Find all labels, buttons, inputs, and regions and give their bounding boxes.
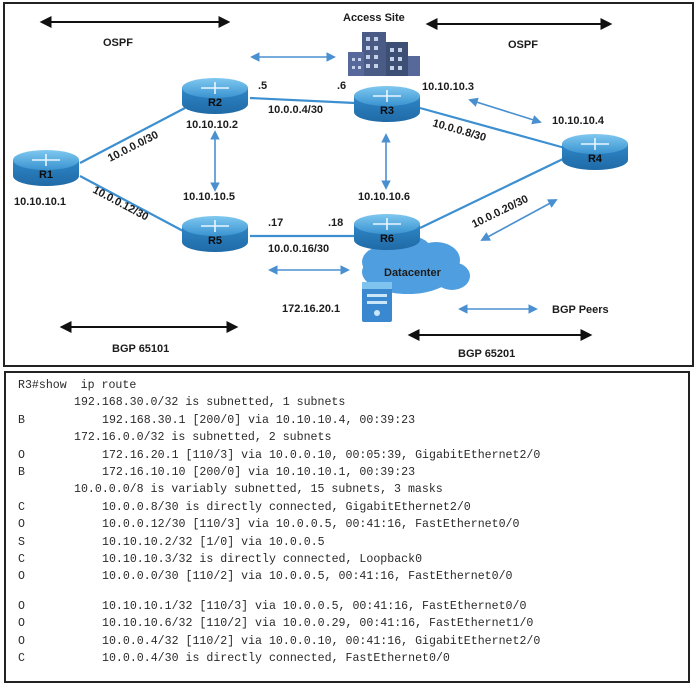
link-r6-r4 xyxy=(419,157,566,229)
router-r2-icon: R2 xyxy=(182,78,248,114)
bgp-left-label: BGP 65101 xyxy=(112,343,169,355)
peer-arrow-r3-r4 xyxy=(468,97,542,125)
route-entry: B 192.168.30.1 [200/0] via 10.10.10.4, 00… xyxy=(18,412,680,429)
route-code: O xyxy=(18,570,25,584)
router-r6-icon: R6 xyxy=(354,214,420,250)
route-entry: S 10.10.10.2/32 [1/0] via 10.0.0.5 xyxy=(18,534,680,551)
router-r6-name: R6 xyxy=(380,233,394,245)
r4-ip-label: 10.10.10.4 xyxy=(552,115,605,127)
ospf-left-label: OSPF xyxy=(103,37,133,49)
router-r1-icon: R1 xyxy=(13,150,79,186)
route-entry: O 10.10.10.1/32 [110/3] via 10.0.0.5, 00:… xyxy=(18,598,680,615)
r6-ip-label: 10.10.10.6 xyxy=(358,191,410,203)
route-entry: O 172.16.20.1 [110/3] via 10.0.0.10, 00:0… xyxy=(18,447,680,464)
server-icon xyxy=(362,282,392,322)
route-entry: B 172.16.10.10 [200/0] via 10.10.10.1, 00… xyxy=(18,464,680,481)
router-r5-name: R5 xyxy=(208,235,222,247)
route-code: O xyxy=(18,448,25,462)
router-r2-name: R2 xyxy=(208,97,222,109)
route-text: 10.0.0.12/30 [110/3] via 10.0.0.5, 00:41… xyxy=(102,518,520,532)
peer-arrow-r6-r4 xyxy=(480,199,558,241)
bgp-peers-label: BGP Peers xyxy=(552,304,609,316)
link-r1-r2 xyxy=(79,107,186,164)
route-entry: O 10.0.0.12/30 [110/3] via 10.0.0.5, 00:4… xyxy=(18,516,680,533)
route-code: C xyxy=(18,652,25,666)
route-text: 10.0.0.4/30 is directly connected, FastE… xyxy=(102,652,450,666)
cli-prompt: R3#show ip route xyxy=(18,379,137,392)
route-code: O xyxy=(18,617,25,631)
router-r1-name: R1 xyxy=(39,169,53,181)
route-text: 10.10.10.3/32 is directly connected, Loo… xyxy=(102,553,423,567)
route-text: 192.168.30.1 [200/0] via 10.10.10.4, 00:… xyxy=(102,413,416,427)
bgp-right-label: BGP 65201 xyxy=(458,348,515,360)
link-r5-r6-label: 10.0.0.16/30 xyxy=(268,243,329,255)
link-r2-r3 xyxy=(249,96,356,105)
iface-r5-r6-right: .18 xyxy=(328,217,343,229)
r5-ip-label: 10.10.10.5 xyxy=(183,191,235,203)
access-site-label: Access Site xyxy=(343,12,405,24)
route-entry: C 10.10.10.3/32 is directly connected, Lo… xyxy=(18,551,680,568)
peer-arrows xyxy=(210,52,558,314)
route-code: O xyxy=(18,518,25,532)
route-code: O xyxy=(18,599,25,613)
scope-arrows xyxy=(39,16,613,341)
route-code: O xyxy=(18,634,25,648)
r2-ip-label: 10.10.10.2 xyxy=(186,119,238,131)
router-r5-icon: R5 xyxy=(182,216,248,252)
route-text: 10.0.0.8/30 is directly connected, Gigab… xyxy=(102,500,471,514)
route-text: 172.16.10.10 [200/0] via 10.10.10.1, 00:… xyxy=(102,466,416,480)
route-entry: 192.168.30.0/32 is subnetted, 1 subnets xyxy=(18,394,680,411)
route-text: 10.0.0.4/32 [110/2] via 10.0.0.10, 00:41… xyxy=(102,634,541,648)
links xyxy=(79,96,566,238)
cli-output-panel: R3#show ip route 192.168.30.0/32 is subn… xyxy=(4,371,690,683)
route-entry: 10.0.0.0/8 is variably subnetted, 15 sub… xyxy=(18,481,680,498)
route-code xyxy=(18,481,52,498)
r1-ip-label: 10.10.10.1 xyxy=(14,196,66,208)
router-r4-name: R4 xyxy=(588,153,603,165)
link-r3-r4 xyxy=(419,106,566,150)
route-text: 10.10.10.1/32 [110/3] via 10.0.0.5, 00:4… xyxy=(102,599,527,613)
router-r4-icon: R4 xyxy=(562,134,628,170)
link-r1-r5 xyxy=(79,175,186,233)
route-code: B xyxy=(18,413,25,427)
route-entry: O 10.0.0.0/30 [110/2] via 10.0.0.5, 00:41… xyxy=(18,568,680,585)
route-entry: O 10.10.10.6/32 [110/2] via 10.0.0.29, 00… xyxy=(18,615,680,632)
route-entry: C 10.0.0.8/30 is directly connected, Giga… xyxy=(18,499,680,516)
iface-r5-r6-left: .17 xyxy=(268,217,283,229)
route-code xyxy=(18,429,52,446)
route-text: 172.16.20.1 [110/3] via 10.0.0.10, 00:05… xyxy=(102,448,541,462)
link-r2-r3-label: 10.0.0.4/30 xyxy=(268,104,323,116)
iface-r2-r3-left: .5 xyxy=(258,80,267,92)
route-text: 10.0.0.0/30 [110/2] via 10.0.0.5, 00:41:… xyxy=(102,570,513,584)
route-entry: 172.16.0.0/32 is subnetted, 2 subnets xyxy=(18,429,680,446)
route-text: 192.168.30.0/32 is subnetted, 1 subnets xyxy=(74,396,346,410)
building-icon xyxy=(348,32,420,76)
router-r3-icon: R3 xyxy=(354,86,420,122)
server-ip-label: 172.16.20.1 xyxy=(282,303,340,315)
route-code xyxy=(18,394,52,411)
route-text: 172.16.0.0/32 is subnetted, 2 subnets xyxy=(74,431,332,445)
route-text: 10.10.10.6/32 [110/2] via 10.0.0.29, 00:… xyxy=(102,617,534,631)
blank-line xyxy=(18,586,680,598)
route-code: C xyxy=(18,500,25,514)
route-text: 10.0.0.0/8 is variably subnetted, 15 sub… xyxy=(74,483,443,497)
route-entry: C 10.0.0.4/30 is directly connected, Fast… xyxy=(18,650,680,667)
route-code: C xyxy=(18,553,25,567)
router-r3-name: R3 xyxy=(380,105,394,117)
datacenter-label: Datacenter xyxy=(384,267,442,279)
route-code: S xyxy=(18,535,25,549)
r3-ip-label: 10.10.10.3 xyxy=(422,81,474,93)
ospf-right-label: OSPF xyxy=(508,39,538,51)
route-code: B xyxy=(18,466,25,480)
route-entry: O 10.0.0.4/32 [110/2] via 10.0.0.10, 00:4… xyxy=(18,633,680,650)
iface-r2-r3-right: .6 xyxy=(337,80,346,92)
route-text: 10.10.10.2/32 [1/0] via 10.0.0.5 xyxy=(102,535,325,549)
